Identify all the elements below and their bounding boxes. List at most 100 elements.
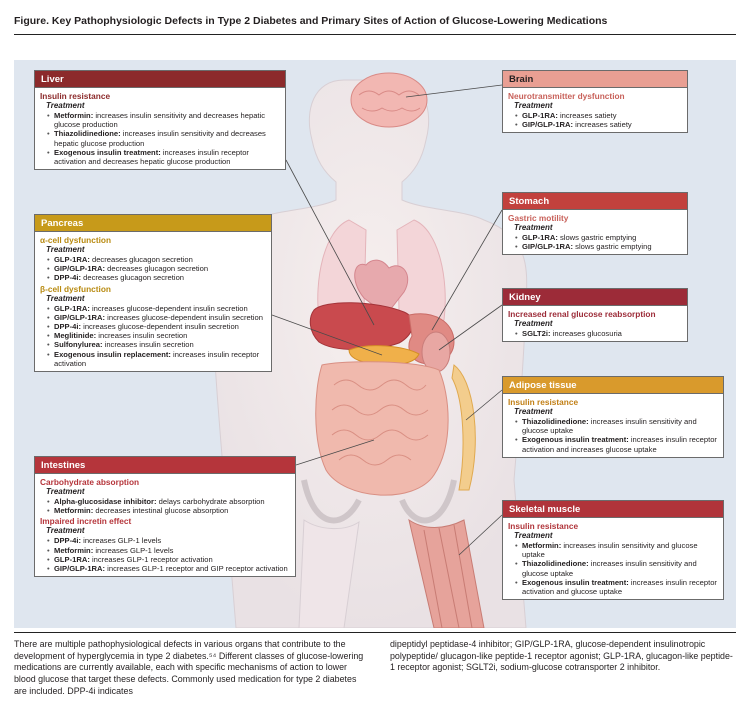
- drug-effect: slows gastric emptying: [573, 242, 652, 252]
- drug-effect: increases GLP-1 receptor and GIP recepto…: [105, 564, 288, 574]
- intestines-header: Intestines: [35, 457, 295, 474]
- treatment-label: Treatment: [514, 407, 553, 416]
- treatment-item: GLP-1RA: slows gastric emptying: [515, 233, 683, 242]
- drug-name: Exogenous insulin treatment:: [522, 435, 629, 445]
- drug-name: Exogenous insulin replacement:: [54, 349, 171, 359]
- drug-effect: increases insulin sensitivity and decrea…: [54, 111, 266, 130]
- treatment-item: Metformin: increases GLP-1 levels: [47, 546, 291, 555]
- figure-panel: Liver Insulin resistanceTreatmentMetform…: [14, 60, 736, 628]
- caption-left: There are multiple pathophysiological de…: [14, 639, 364, 696]
- treatment-item: DPP-4i: decreases glucagon secretion: [47, 273, 267, 282]
- drug-name: Meglitinide:: [54, 331, 97, 341]
- defect-section: Impaired incretin effectTreatmentDPP-4i:…: [40, 516, 291, 573]
- kidney-header: Kidney: [503, 289, 687, 306]
- drug-effect: increases GLP-1 receptor activation: [89, 554, 213, 564]
- skeletal-header: Skeletal muscle: [503, 501, 723, 518]
- adipose-tissue: [451, 364, 476, 491]
- treatment-item: GLP-1RA: increases satiety: [515, 111, 683, 120]
- drug-effect: increases insulin receptor activation an…: [54, 147, 249, 167]
- liver-body: Insulin resistanceTreatmentMetformin: in…: [35, 88, 285, 169]
- stomach-box: Stomach Gastric motilityTreatmentGLP-1RA…: [502, 192, 688, 256]
- adipose-header: Adipose tissue: [503, 377, 723, 394]
- treatment-item: GIP/GLP-1RA: slows gastric emptying: [515, 242, 683, 251]
- drug-effect: increases insulin sensitivity and decrea…: [54, 129, 266, 148]
- stomach-body: Gastric motilityTreatmentGLP-1RA: slows …: [503, 210, 687, 254]
- treatment-item: GIP/GLP-1RA: increases satiety: [515, 120, 683, 129]
- drug-name: GIP/GLP-1RA:: [54, 264, 106, 274]
- treatment-item: Metformin: decreases intestinal glucose …: [47, 506, 291, 515]
- drug-name: SGLT2i:: [522, 329, 551, 338]
- defect-section: Insulin resistanceTreatmentMetformin: in…: [508, 521, 719, 596]
- drug-effect: increases insulin receptor activation an…: [522, 577, 717, 597]
- treatment-item: Metformin: increases insulin sensitivity…: [515, 541, 719, 559]
- drug-effect: increases insulin receptor activation: [54, 349, 260, 368]
- treatment-item: GIP/GLP-1RA: increases glucose-dependent…: [47, 313, 267, 322]
- drug-name: Metformin:: [54, 506, 94, 516]
- drug-effect: increases insulin sensitivity and glucos…: [522, 559, 697, 578]
- treatment-item: DPP-4i: increases glucose-dependent insu…: [47, 322, 267, 331]
- brain-body: Neurotransmitter dysfunctionTreatmentGLP…: [503, 88, 687, 132]
- treatment-item: Exogenous insulin treatment: increases i…: [47, 148, 281, 166]
- caption-right: dipeptidyl peptidase-4 inhibitor; GIP/GL…: [390, 639, 733, 673]
- drug-effect: increases insulin secretion: [102, 340, 194, 350]
- kidney-box: Kidney Increased renal glucose reabsorpt…: [502, 288, 688, 343]
- drug-effect: increases glucose-dependent insulin secr…: [105, 312, 263, 322]
- drug-name: Thiazolidinedione:: [522, 417, 589, 426]
- drug-effect: slows gastric emptying: [557, 233, 637, 242]
- defect-section: β-cell dysfunctionTreatmentGLP-1RA: incr…: [40, 284, 267, 368]
- drug-name: GIP/GLP-1RA:: [54, 564, 106, 574]
- drug-name: DPP-4i:: [54, 322, 82, 332]
- adipose-body: Insulin resistanceTreatmentThiazolidined…: [503, 394, 723, 457]
- defect-title: Gastric motility: [508, 213, 569, 223]
- leader-pancreas: [271, 314, 383, 356]
- defect-title: Neurotransmitter dysfunction: [508, 91, 625, 101]
- drug-effect: increases GLP-1 levels: [81, 536, 162, 546]
- brain-header: Brain: [503, 71, 687, 88]
- drug-name: GIP/GLP-1RA:: [522, 120, 574, 130]
- defect-section: Insulin resistanceTreatmentMetformin: in…: [40, 91, 281, 166]
- defect-title: Increased renal glucose reabsorption: [508, 309, 656, 319]
- drug-effect: increases insulin sensitivity and glucos…: [522, 417, 697, 436]
- drug-name: GLP-1RA:: [54, 303, 90, 313]
- thigh-muscle: [408, 518, 485, 628]
- drug-name: Metformin:: [54, 545, 94, 555]
- drug-effect: delays carbohydrate absorption: [156, 497, 265, 506]
- defect-section: Insulin resistanceTreatmentThiazolidined…: [508, 397, 719, 454]
- drug-effect: increases GLP-1 levels: [93, 545, 174, 555]
- treatment-item: Exogenous insulin replacement: increases…: [47, 350, 267, 368]
- treatment-item: GIP/GLP-1RA: decreases glucagon secretio…: [47, 264, 267, 273]
- defect-section: Gastric motilityTreatmentGLP-1RA: slows …: [508, 213, 683, 252]
- left-thigh: [298, 519, 360, 628]
- treatment-item: Thiazolidinedione: increases insulin sen…: [515, 417, 719, 435]
- intestines-body: Carbohydrate absorptionTreatmentAlpha-gl…: [35, 474, 295, 576]
- drug-name: Sulfonylurea:: [54, 340, 103, 350]
- drug-name: GLP-1RA:: [522, 233, 558, 242]
- drug-name: Metformin:: [54, 111, 94, 120]
- stomach-header: Stomach: [503, 193, 687, 210]
- pancreas-body: α-cell dysfunctionTreatmentGLP-1RA: decr…: [35, 232, 271, 371]
- leader-stomach: [431, 209, 503, 331]
- defect-title: β-cell dysfunction: [40, 283, 111, 294]
- treatment-item: Sulfonylurea: increases insulin secretio…: [47, 340, 267, 349]
- drug-name: GLP-1RA:: [54, 554, 90, 564]
- defect-title: α-cell dysfunction: [40, 235, 112, 245]
- pancreas-box: Pancreas α-cell dysfunctionTreatmentGLP-…: [34, 214, 272, 373]
- treatment-label: Treatment: [46, 526, 85, 536]
- treatment-item: Thiazolidinedione: increases insulin sen…: [515, 559, 719, 577]
- drug-name: GIP/GLP-1RA:: [522, 242, 574, 252]
- defect-title: Insulin resistance: [508, 521, 579, 531]
- pancreas-header: Pancreas: [35, 215, 271, 232]
- drug-effect: increases insulin secretion: [96, 331, 188, 341]
- treatment-item: DPP-4i: increases GLP-1 levels: [47, 536, 291, 545]
- drug-effect: decreases intestinal glucose absorption: [93, 506, 229, 516]
- treatment-item: GLP-1RA: increases glucose-dependent ins…: [47, 304, 267, 313]
- brain-organ: [350, 72, 428, 128]
- drug-name: Thiazolidinedione:: [54, 129, 121, 139]
- drug-name: Exogenous insulin treatment:: [522, 577, 629, 587]
- treatment-item: GLP-1RA: decreases glucagon secretion: [47, 255, 267, 264]
- liver-box: Liver Insulin resistanceTreatmentMetform…: [34, 70, 286, 171]
- drug-effect: increases satiety: [573, 120, 632, 130]
